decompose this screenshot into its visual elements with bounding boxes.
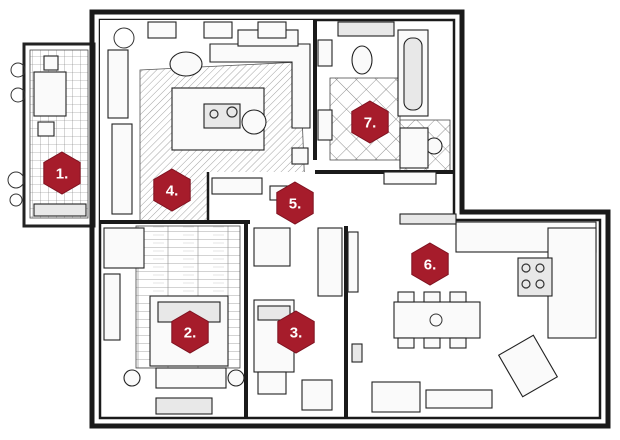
room-marker-label: 3. [290,325,303,342]
study-room [250,226,363,418]
room-marker-label: 1. [56,166,69,183]
room-marker-hexagon [171,310,209,354]
room-marker-label: 6. [424,257,437,274]
room-marker-4: 4. [153,168,191,212]
room-marker-label: 5. [289,196,302,213]
bathroom [313,20,454,185]
room-marker-7: 7. [351,100,389,144]
room-marker-hexagon [411,242,449,286]
room-marker-hexagon [43,151,81,195]
outer-walls [89,9,611,429]
room-marker-label: 7. [364,115,377,132]
room-marker-hexagon [351,100,389,144]
room-marker-5: 5. [276,181,314,225]
room-marker-3: 3. [277,310,315,354]
room-marker-hexagon [277,310,315,354]
room-marker-6: 6. [411,242,449,286]
room-markers: 1. 2. 3. 4. 5. 6. 7. [43,100,449,354]
room-marker-hexagon [276,181,314,225]
room-marker-label: 2. [184,325,197,342]
room-marker-label: 4. [166,183,179,200]
room-marker-2: 2. [171,310,209,354]
room-marker-1: 1. [43,151,81,195]
kitchen-dining [371,213,597,413]
balcony [7,42,96,228]
room-marker-hexagon [153,168,191,212]
